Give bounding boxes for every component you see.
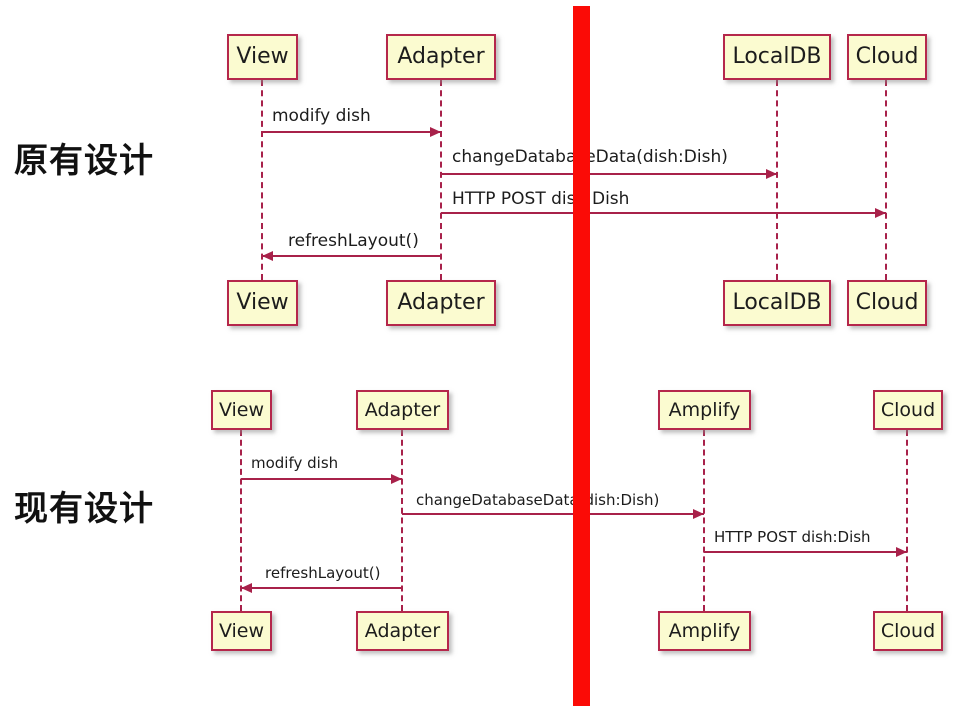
lifeline-current-view	[240, 430, 242, 611]
participant-box-original-adapter-bottom[interactable]: Adapter	[386, 280, 496, 326]
message-line-current-m4	[241, 587, 402, 589]
message-line-original-m3	[441, 212, 886, 214]
participant-box-original-localdb-top[interactable]: LocalDB	[723, 34, 831, 80]
participant-label: LocalDB	[732, 44, 822, 69]
arrow-head-right-icon	[896, 547, 907, 557]
participant-label: View	[236, 290, 289, 315]
lifeline-original-adapter	[440, 80, 442, 280]
participant-box-original-view-top[interactable]: View	[227, 34, 298, 80]
lifeline-original-cloud	[885, 80, 887, 280]
participant-label: Amplify	[668, 398, 741, 421]
section-caption-current: 现有设计	[14, 489, 154, 529]
participant-label: Adapter	[364, 619, 441, 642]
message-line-original-m4	[262, 255, 441, 257]
message-label-current-m2: changeDatabaseData(dish:Dish)	[416, 491, 660, 509]
message-label-original-m4: refreshLayout()	[288, 231, 419, 251]
participant-label: Adapter	[397, 44, 485, 69]
vertical-red-separator	[573, 6, 590, 706]
lifeline-original-view	[261, 80, 263, 280]
lifeline-original-localdb	[776, 80, 778, 280]
arrow-head-left-icon	[241, 583, 252, 593]
participant-box-current-cloud-top[interactable]: Cloud	[873, 390, 943, 430]
message-label-current-m3: HTTP POST dish:Dish	[714, 528, 871, 546]
participant-box-current-cloud-bottom[interactable]: Cloud	[873, 611, 943, 651]
message-line-current-m2	[402, 513, 704, 515]
participant-box-original-cloud-top[interactable]: Cloud	[847, 34, 927, 80]
arrow-head-right-icon	[391, 474, 402, 484]
participant-box-original-cloud-bottom[interactable]: Cloud	[847, 280, 927, 326]
arrow-head-right-icon	[875, 208, 886, 218]
participant-label: Amplify	[668, 619, 741, 642]
section-caption-original: 原有设计	[14, 141, 154, 181]
lifeline-current-cloud	[906, 430, 908, 611]
participant-label: Adapter	[397, 290, 485, 315]
message-line-original-m2	[441, 173, 777, 175]
participant-label: Cloud	[855, 44, 919, 69]
message-line-current-m3	[704, 551, 907, 553]
participant-label: Cloud	[855, 290, 919, 315]
participant-box-current-view-top[interactable]: View	[211, 390, 272, 430]
message-line-original-m1	[262, 131, 441, 133]
message-line-current-m1	[241, 478, 402, 480]
participant-box-original-adapter-top[interactable]: Adapter	[386, 34, 496, 80]
participant-label: View	[218, 619, 265, 642]
message-label-original-m1: modify dish	[272, 106, 371, 126]
lifeline-current-adapter	[401, 430, 403, 611]
participant-label: View	[236, 44, 289, 69]
participant-label: LocalDB	[732, 290, 822, 315]
participant-box-current-adapter-bottom[interactable]: Adapter	[356, 611, 449, 651]
arrow-head-right-icon	[430, 127, 441, 137]
arrow-head-left-icon	[262, 251, 273, 261]
message-label-current-m4: refreshLayout()	[265, 564, 381, 582]
arrow-head-right-icon	[693, 509, 704, 519]
participant-box-current-adapter-top[interactable]: Adapter	[356, 390, 449, 430]
participant-label: Cloud	[880, 619, 936, 642]
message-label-current-m1: modify dish	[251, 454, 339, 472]
participant-box-current-view-bottom[interactable]: View	[211, 611, 272, 651]
participant-box-current-amplify-top[interactable]: Amplify	[658, 390, 751, 430]
participant-label: Cloud	[880, 398, 936, 421]
participant-box-original-localdb-bottom[interactable]: LocalDB	[723, 280, 831, 326]
participant-box-original-view-bottom[interactable]: View	[227, 280, 298, 326]
participant-box-current-amplify-bottom[interactable]: Amplify	[658, 611, 751, 651]
participant-label: Adapter	[364, 398, 441, 421]
lifeline-current-amplify	[703, 430, 705, 611]
arrow-head-right-icon	[766, 169, 777, 179]
participant-label: View	[218, 398, 265, 421]
